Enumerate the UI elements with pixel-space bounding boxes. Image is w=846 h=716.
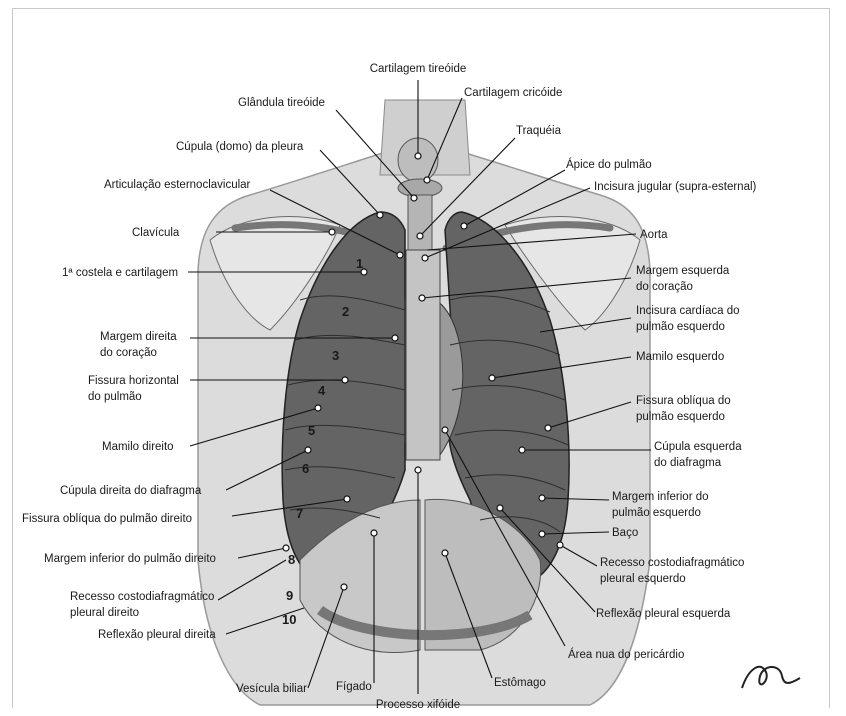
label-margem-inf-esq-1: Margem inferior do	[612, 491, 709, 503]
trachea-shape	[408, 195, 432, 255]
label-fissura-horizontal-2: do pulmão	[88, 391, 142, 403]
rib-number: 2	[342, 304, 349, 319]
label-fissura-obliqua-dir: Fissura oblíqua do pulmão direito	[22, 513, 192, 525]
label-area-nua: Área nua do pericárdio	[568, 648, 684, 661]
label-fissura-obliqua-esq-1: Fissura oblíqua do	[636, 395, 731, 407]
rib-number: 7	[296, 506, 303, 521]
label-glandula-tireoide: Glândula tireóide	[238, 97, 325, 109]
label-traqueia: Traquéia	[516, 125, 562, 137]
label-reflexao-dir: Reflexão pleural direita	[98, 629, 216, 641]
label-margem-dir-coracao-1: Margem direita	[100, 331, 177, 343]
label-baco: Baço	[612, 527, 638, 539]
label-processo-xifoide: Processo xifóide	[376, 699, 460, 711]
label-margem-esq-coracao-1: Margem esquerda	[636, 265, 730, 277]
label-incisura-jugular: Incisura jugular (supra-esternal)	[594, 181, 757, 193]
label-margem-esq-coracao-2: do coração	[636, 281, 693, 293]
label-recesso-esq-2: pleural esquerdo	[600, 573, 686, 585]
rib-number: 9	[286, 588, 293, 603]
label-reflexao-esq: Reflexão pleural esquerda	[596, 608, 731, 620]
sternum	[406, 250, 440, 460]
label-fissura-horizontal-1: Fissura horizontal	[88, 375, 179, 387]
label-cupula-esq-1: Cúpula esquerda	[654, 441, 742, 453]
label-cupula-dir: Cúpula direita do diafragma	[60, 485, 202, 497]
label-mamilo-esquerdo: Mamilo esquerdo	[636, 351, 724, 363]
artist-signature	[742, 667, 800, 688]
label-recesso-dir-2: pleural direito	[70, 607, 139, 619]
label-recesso-dir-1: Recesso costodiafragmático	[70, 591, 214, 603]
rib-number: 3	[332, 348, 339, 363]
label-cupula-esq-2: do diafragma	[654, 457, 722, 469]
label-apice-pulmao: Ápice do pulmão	[566, 158, 652, 171]
label-incisura-cardiaca-1: Incisura cardíaca do	[636, 305, 740, 317]
label-primeira-costela: 1ª costela e cartilagem	[62, 267, 178, 279]
label-margem-inf-dir: Margem inferior do pulmão direito	[44, 553, 216, 565]
label-margem-dir-coracao-2: do coração	[100, 347, 157, 359]
label-fissura-obliqua-esq-2: pulmão esquerdo	[636, 411, 725, 423]
rib-number: 6	[302, 461, 309, 476]
rib-number: 5	[308, 423, 315, 438]
rib-number: 1	[356, 256, 363, 271]
label-recesso-esq-1: Recesso costodiafragmático	[600, 557, 744, 569]
label-margem-inf-esq-2: pulmão esquerdo	[612, 507, 701, 519]
label-mamilo-direito: Mamilo direito	[102, 441, 174, 453]
label-cartilagem-tireoide: Cartilagem tireóide	[370, 63, 467, 75]
label-incisura-cardiaca-2: pulmão esquerdo	[636, 321, 725, 333]
label-clavicula: Clavícula	[132, 227, 180, 239]
label-articulacao: Articulação esternoclavicular	[104, 179, 251, 191]
label-estomago: Estômago	[494, 677, 546, 689]
label-aorta: Aorta	[640, 229, 668, 241]
label-cartilagem-cricoide: Cartilagem cricóide	[464, 87, 562, 99]
label-vesicula: Vesícula biliar	[236, 683, 307, 695]
label-figado: Fígado	[336, 681, 372, 693]
rib-number: 8	[288, 552, 295, 567]
rib-number: 4	[318, 383, 326, 398]
label-cupula-pleura: Cúpula (domo) da pleura	[176, 141, 304, 153]
